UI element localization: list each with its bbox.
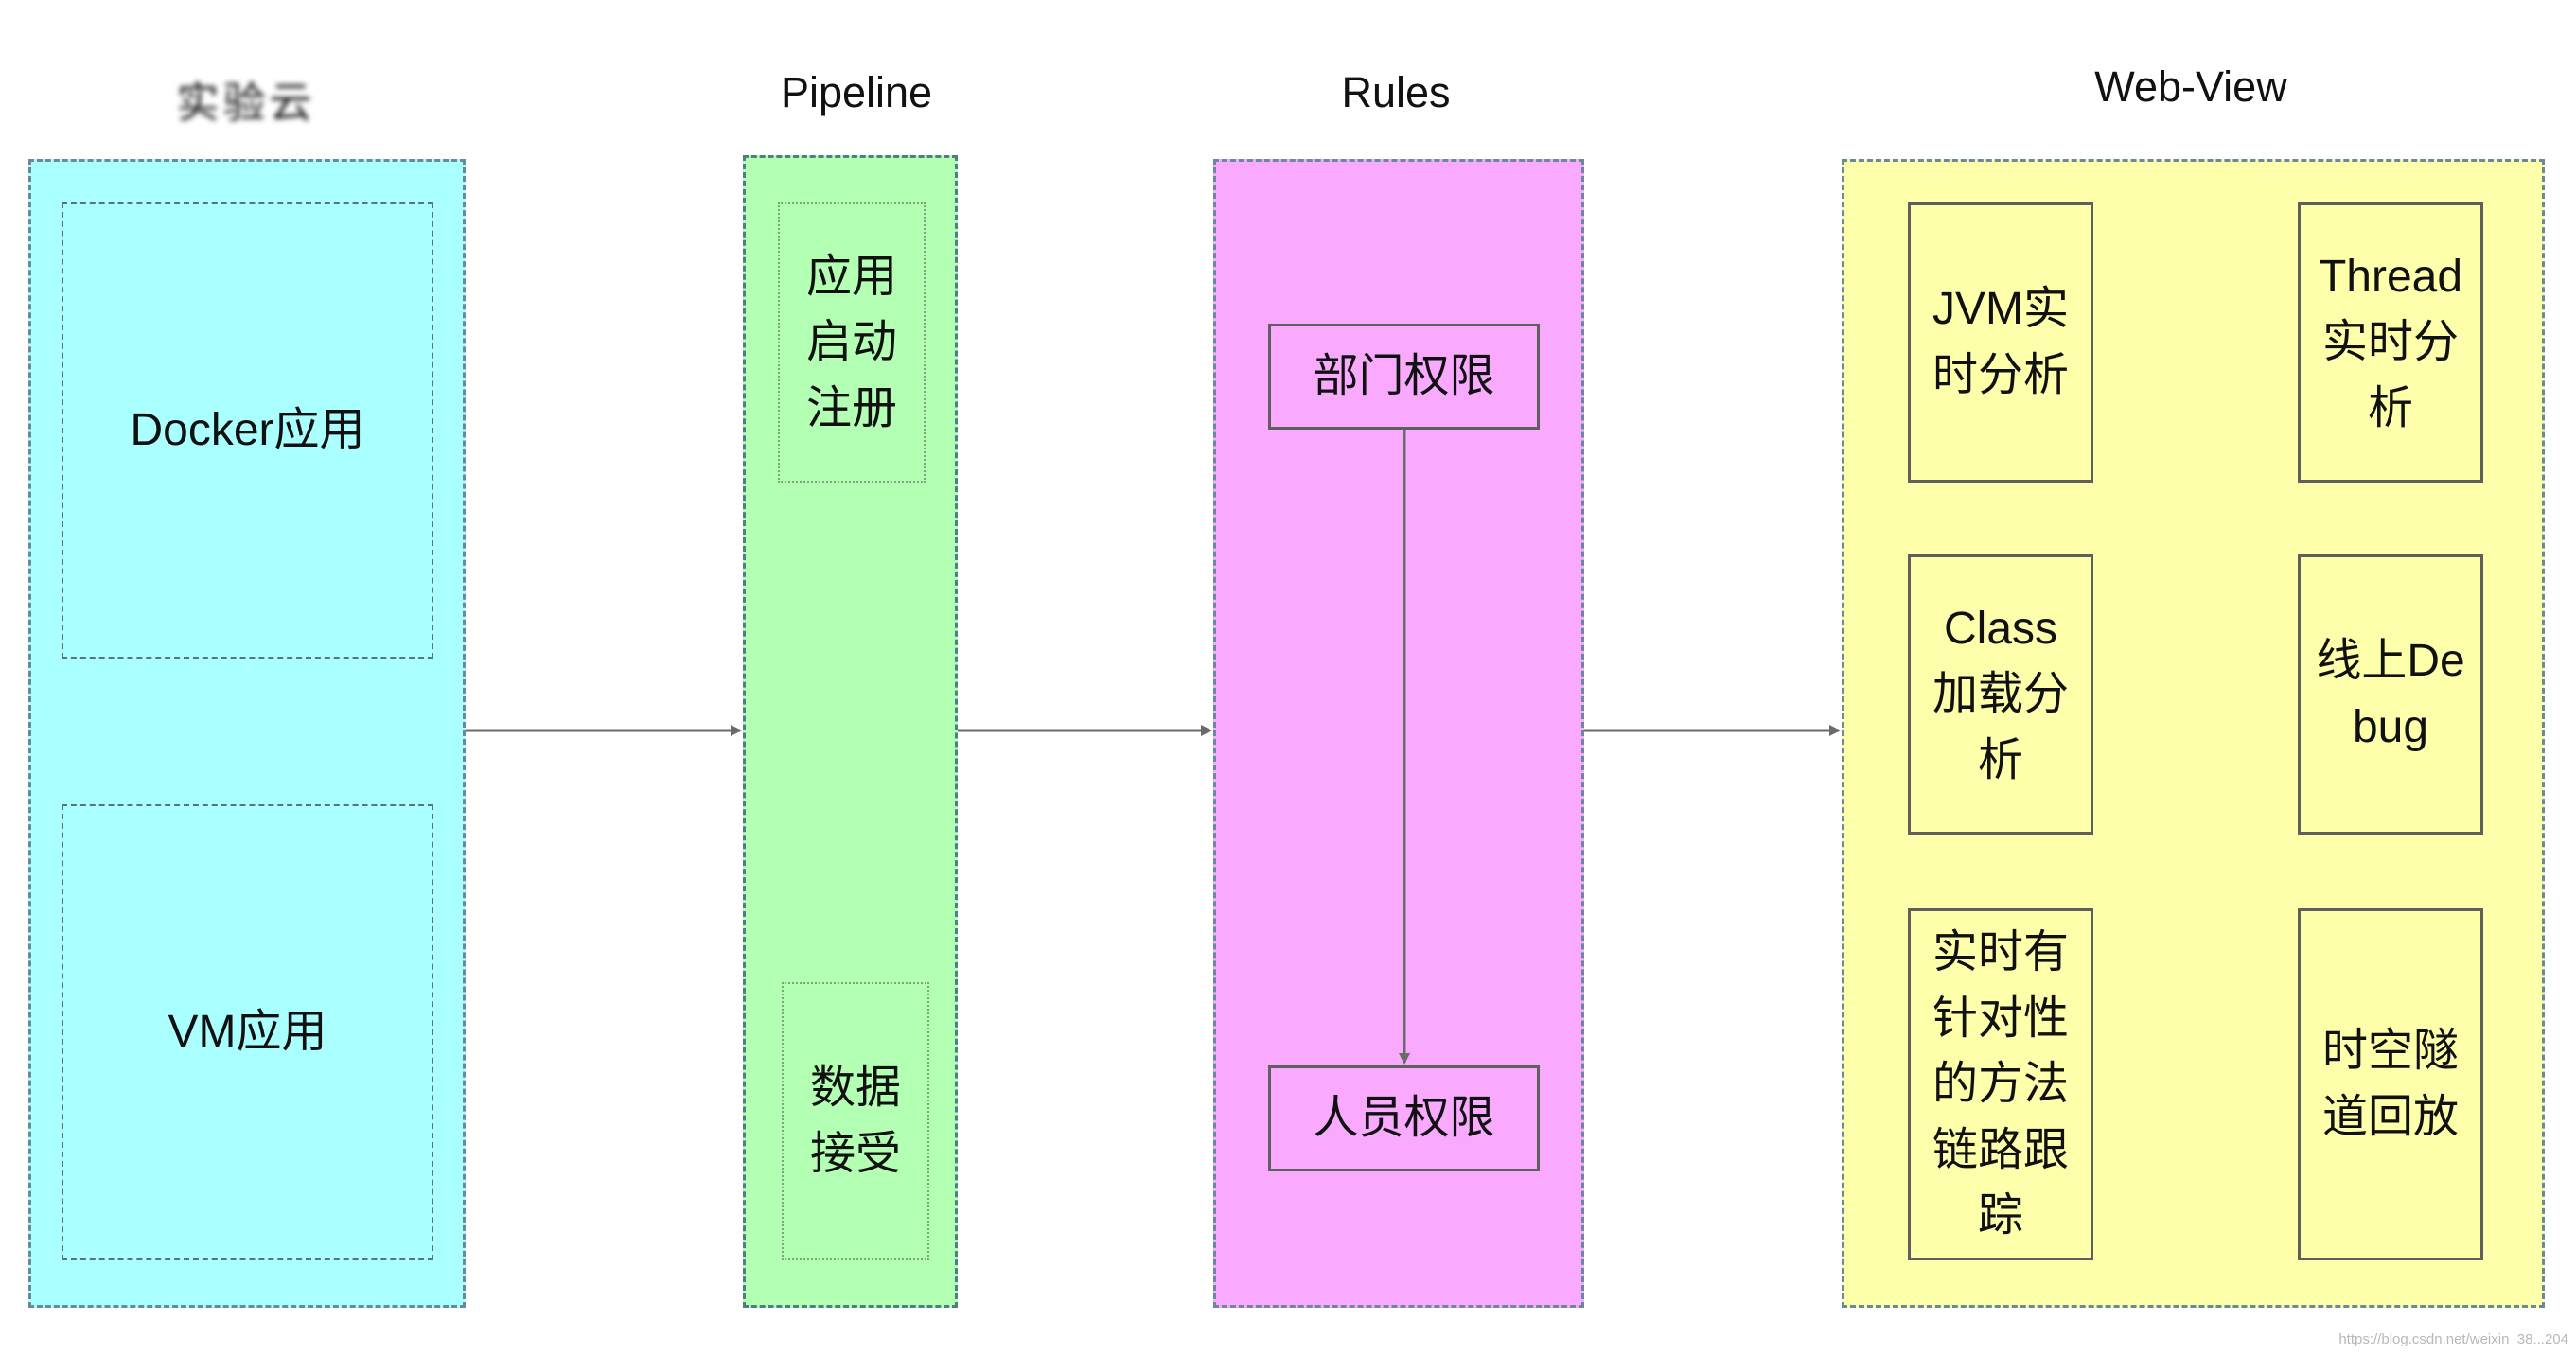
personnel-permission-label: 人员权限 [1313, 1092, 1495, 1143]
class-loading-box: Class加载分析 [1908, 554, 2093, 835]
class-loading-label: Class加载分析 [1932, 603, 2069, 785]
cloud-column [28, 159, 466, 1308]
app-register-label: 应用启动注册 [805, 251, 897, 433]
thread-analysis-label: Thread实时分析 [2318, 251, 2463, 433]
jvm-analysis-box: JVM实时分析 [1908, 202, 2093, 483]
pipeline-column-title: Pipeline [780, 68, 933, 116]
online-debug-label: 线上Debug [2316, 636, 2465, 752]
cloud-column-title: 实验云 [176, 79, 316, 127]
method-trace-label: 实时有针对性的方法链路跟踪 [1932, 927, 2069, 1241]
app-register-box: 应用启动注册 [778, 202, 926, 483]
method-trace-box: 实时有针对性的方法链路跟踪 [1908, 908, 2093, 1260]
vm-app-box: VM应用 [62, 804, 433, 1260]
docker-app-box: Docker应用 [62, 202, 433, 659]
thread-analysis-box: Thread实时分析 [2298, 202, 2483, 483]
rules-column-title: Rules [1341, 68, 1451, 116]
online-debug-box: 线上Debug [2298, 554, 2483, 835]
vm-app-label: VM应用 [168, 1006, 327, 1057]
personnel-permission-box: 人员权限 [1268, 1065, 1540, 1171]
rules-column [1213, 159, 1584, 1308]
data-receive-box: 数据接受 [782, 982, 929, 1260]
time-tunnel-label: 时空隧道回放 [2321, 1026, 2459, 1142]
jvm-analysis-label: JVM实时分析 [1932, 284, 2069, 400]
department-permission-label: 部门权限 [1313, 350, 1495, 401]
data-receive-label: 数据接受 [809, 1063, 901, 1179]
webview-column [1842, 159, 2545, 1308]
docker-app-label: Docker应用 [130, 404, 365, 455]
time-tunnel-box: 时空隧道回放 [2298, 908, 2483, 1260]
webview-column-title: Web-View [2094, 62, 2287, 111]
department-permission-box: 部门权限 [1268, 324, 1540, 430]
watermark: https://blog.csdn.net/weixin_38...204 [2338, 1331, 2568, 1347]
